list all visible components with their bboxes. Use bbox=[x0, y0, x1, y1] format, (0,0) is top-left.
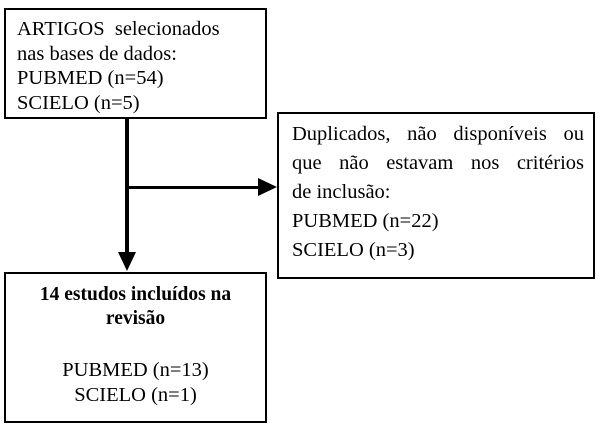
excluded-line-3: de inclusão: bbox=[292, 181, 391, 203]
excluded-line-2: que não estavam nos critérios bbox=[292, 152, 584, 174]
included-title-line-2: revisão bbox=[105, 308, 166, 329]
excluded-scielo-count: SCIELO (n=3) bbox=[292, 239, 415, 261]
articles-selected-line-1: ARTIGOS selecionados bbox=[17, 18, 220, 40]
flow-box-excluded-records-content: Duplicados, não disponíveis ou que não e… bbox=[279, 114, 593, 265]
included-scielo-count: SCIELO (n=1) bbox=[74, 384, 197, 406]
articles-selected-scielo-count: SCIELO (n=5) bbox=[17, 91, 140, 114]
connector-horizontal-line bbox=[127, 186, 265, 189]
flow-box-articles-selected-content: ARTIGOS selecionados nas bases de dados:… bbox=[6, 10, 265, 115]
flow-box-articles-selected: ARTIGOS selecionados nas bases de dados:… bbox=[4, 8, 267, 119]
arrow-down-icon bbox=[118, 252, 136, 271]
included-pubmed-count: PUBMED (n=13) bbox=[62, 359, 209, 381]
articles-selected-line-2: nas bases de dados: bbox=[17, 42, 177, 65]
excluded-line-1: Duplicados, não disponíveis ou bbox=[292, 123, 584, 145]
flow-box-included-studies-content: 14 estudos incluídos na revisão PUBMED (… bbox=[6, 274, 265, 408]
flow-box-excluded-records: Duplicados, não disponíveis ou que não e… bbox=[277, 112, 595, 279]
included-title-line-1: 14 estudos incluídos na bbox=[39, 284, 232, 305]
arrow-right-icon bbox=[258, 178, 277, 196]
excluded-pubmed-count: PUBMED (n=22) bbox=[292, 210, 439, 232]
articles-selected-pubmed-count: PUBMED (n=54) bbox=[17, 67, 164, 90]
flow-box-included-studies: 14 estudos incluídos na revisão PUBMED (… bbox=[4, 272, 267, 423]
